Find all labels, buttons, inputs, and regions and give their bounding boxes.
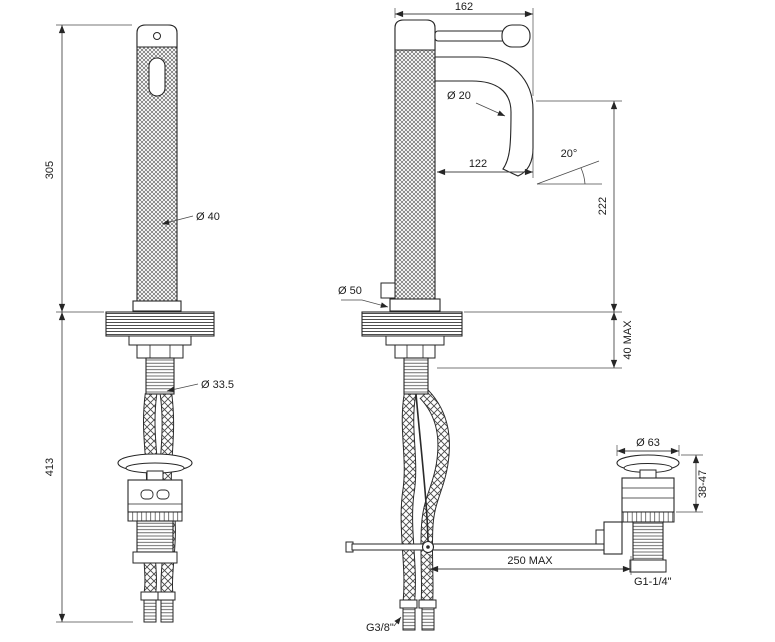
front-rod-diameter-label: Ø 33.5 [201,379,234,391]
spout-angle-annotation [536,160,602,185]
popup-rod [415,393,429,542]
faucet-body-front [132,24,182,312]
deck-plate-side [361,311,463,395]
top-screw [153,32,161,40]
side-top-width-label: 162 [455,1,473,13]
base-diameter-label: Ø 50 [338,285,362,297]
spout [434,56,534,177]
threaded-rod-front [145,357,175,395]
supply-hoses-side [400,389,450,601]
popup-drain-side [595,454,680,573]
drain-cap-diameter-label: Ø 63 [636,437,660,449]
drain-side-inlet [603,521,623,555]
drain-cap-dimension [616,445,680,456]
spout-height-dimension [464,100,622,313]
front-under-height-label: 413 [44,458,56,476]
faucet-body-side [380,19,441,312]
drain-range-label: 38-47 [697,470,709,498]
rod-reach-dimension [429,554,632,575]
deck-plate-front [105,311,215,395]
spout-angle-label: 20° [561,148,578,160]
front-dimension-lines [56,24,133,623]
lever-handle [434,24,531,48]
spout-reach-label: 122 [469,158,487,170]
spout-diameter-leader [475,102,506,117]
spout-diameter-label: Ø 20 [447,90,471,102]
spout-reach-dimension [437,150,534,178]
front-body-diameter-leader [161,215,194,225]
hose-fittings-side [399,599,437,631]
base-collar-side [389,298,441,312]
front-body-diameter-label: Ø 40 [196,211,220,223]
side-top-width-dimension [394,8,534,96]
spout-height-label: 222 [597,197,609,215]
deck-thickness-label: 40 MAX [622,320,634,360]
handle-slot [148,57,166,97]
drain-thread-label: G1-1/4" [634,576,672,588]
threaded-rod-side [403,357,429,395]
front-view: 305 413 Ø 40 [44,24,234,623]
rod-guide [380,282,396,299]
base-collar-front [132,300,182,312]
front-rod-diameter-leader [166,383,199,393]
rod-reach-label: 250 MAX [507,555,553,567]
front-body-height-label: 305 [44,161,56,179]
popup-drain-front [117,453,193,564]
hose-fittings-front [140,591,176,623]
drain-range-dimension [676,454,703,513]
base-diameter-leader [341,299,389,308]
drain-locknut [629,559,667,573]
supply-thread-label: G3/8" [366,622,394,634]
deck-thickness-dimension [437,312,622,369]
side-view: 162 G3/8" [338,1,709,634]
supply-thread-leader [393,616,402,627]
